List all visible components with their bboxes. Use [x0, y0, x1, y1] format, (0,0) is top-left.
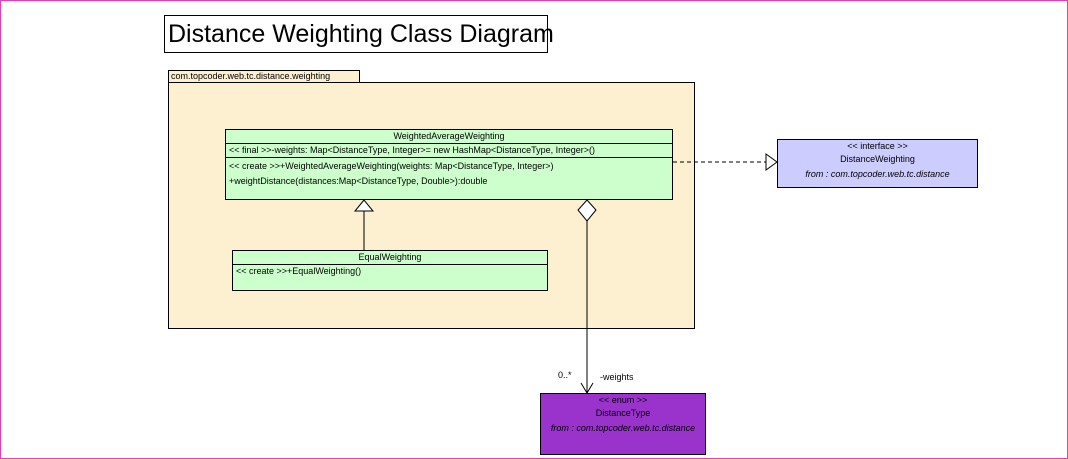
association-multiplicity: 0..* — [558, 370, 572, 380]
operation-constructor: << create >>+EqualWeighting() — [236, 266, 362, 276]
interface-stereotype: << interface >> — [847, 141, 908, 151]
diagram-title: Distance Weighting Class Diagram — [164, 15, 554, 53]
class-equal-weighting[interactable]: EqualWeighting << create >>+EqualWeighti… — [232, 250, 548, 291]
realization-arrowhead — [765, 153, 778, 171]
enum-distance-type[interactable]: << enum >> DistanceType from : com.topco… — [540, 393, 706, 455]
interface-name: DistanceWeighting — [840, 154, 915, 164]
class-weighted-average-weighting[interactable]: WeightedAverageWeighting << final >>-wei… — [225, 129, 673, 200]
operation-constructor: << create >>+WeightedAverageWeighting(we… — [229, 161, 554, 171]
class-name: WeightedAverageWeighting — [226, 130, 672, 144]
class-name: EqualWeighting — [233, 251, 547, 265]
interface-source: from : com.topcoder.web.tc.distance — [805, 169, 950, 179]
enum-name: DistanceType — [595, 408, 651, 418]
attributes-section: << final >>-weights: Map<DistanceType, I… — [226, 144, 672, 158]
aggregation-arrowhead — [580, 382, 594, 394]
interface-distance-weighting[interactable]: << interface >> DistanceWeighting from :… — [777, 139, 978, 188]
operation-weight-distance: +weightDistance(distances:Map<DistanceTy… — [229, 176, 488, 186]
attribute-weights: << final >>-weights: Map<DistanceType, I… — [229, 145, 595, 155]
association-role: -weights — [600, 372, 634, 382]
generalization-arrowhead — [353, 199, 375, 212]
aggregation-diamond — [577, 199, 597, 222]
enum-source: from : com.topcoder.web.tc.distance — [550, 423, 696, 433]
enum-stereotype: << enum >> — [598, 395, 648, 405]
operations-section: << create >>+WeightedAverageWeighting(we… — [226, 158, 672, 189]
